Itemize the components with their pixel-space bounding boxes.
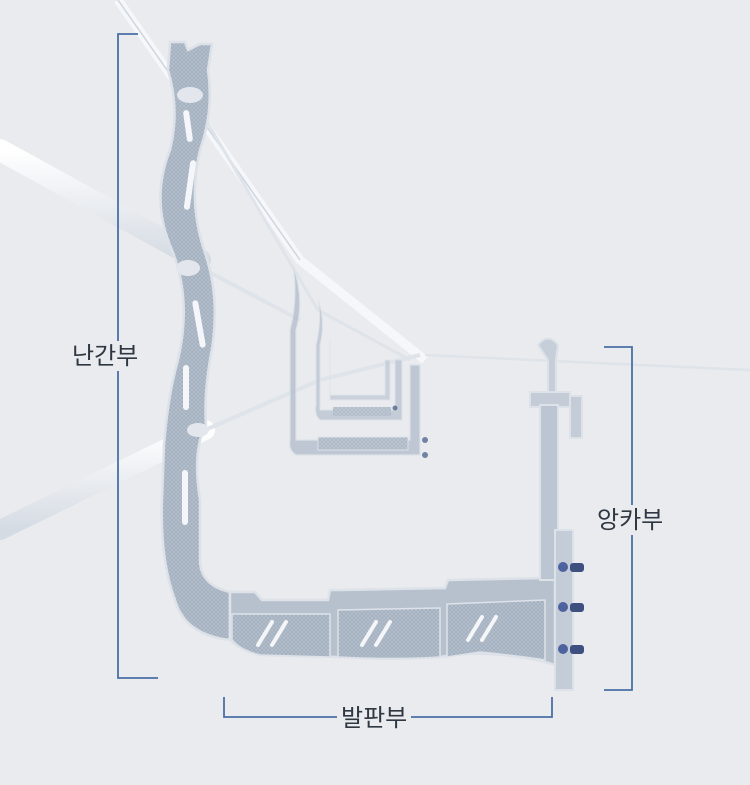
footplate bbox=[228, 576, 557, 667]
distant-frame-1 bbox=[289, 264, 421, 456]
anchor-label: 앙카부 bbox=[593, 505, 668, 535]
railing-label: 난간부 bbox=[68, 341, 143, 371]
upper-cable bbox=[0, 139, 211, 271]
anchor-bolts bbox=[558, 562, 584, 654]
footplate-label: 발판부 bbox=[337, 703, 412, 733]
distant-frame-3 bbox=[329, 340, 428, 458]
railing-post bbox=[159, 40, 232, 642]
anchor-assembly bbox=[529, 337, 584, 691]
anchor-cable bbox=[424, 353, 750, 372]
distant-frame-2 bbox=[315, 299, 403, 421]
